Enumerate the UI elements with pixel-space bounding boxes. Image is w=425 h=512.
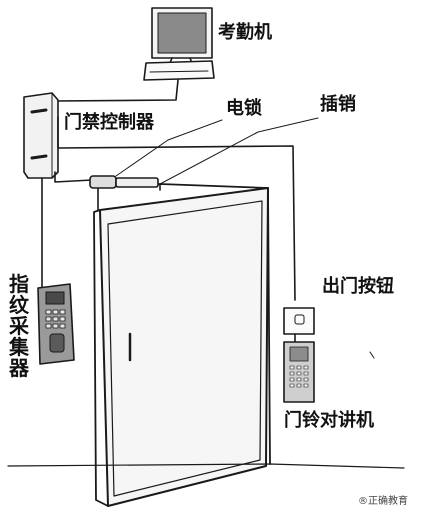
- label-fingerprint-reader: 指纹采集器: [9, 272, 29, 380]
- label-bolt-lock: 插销: [320, 94, 356, 115]
- door-leaf: [93, 187, 269, 507]
- wire-controller-to-right-bus: [57, 116, 296, 301]
- leader-bolt: [159, 117, 319, 185]
- exit-button-icon: [283, 307, 315, 335]
- label-door-intercom: 门铃对讲机: [284, 410, 374, 431]
- leader-electric-lock: [115, 119, 223, 177]
- floor-line: [7, 463, 405, 469]
- label-access-controller: 门禁控制器: [64, 112, 154, 133]
- attendance-machine-icon: [143, 7, 215, 81]
- label-attendance-machine: 考勤机: [218, 22, 272, 43]
- wire-controller-to-lock: [54, 171, 93, 183]
- label-exit-button: 出门按钮: [322, 276, 394, 297]
- door-intercom-icon: [283, 341, 315, 403]
- electric-lock-icon: [89, 175, 159, 189]
- label-electric-lock: 电锁: [226, 98, 262, 119]
- access-controller-icon: [23, 92, 59, 179]
- wire-attendance-to-controller: [54, 79, 179, 102]
- watermark: ®正确教育: [358, 496, 408, 507]
- fingerprint-reader-icon: [37, 283, 75, 365]
